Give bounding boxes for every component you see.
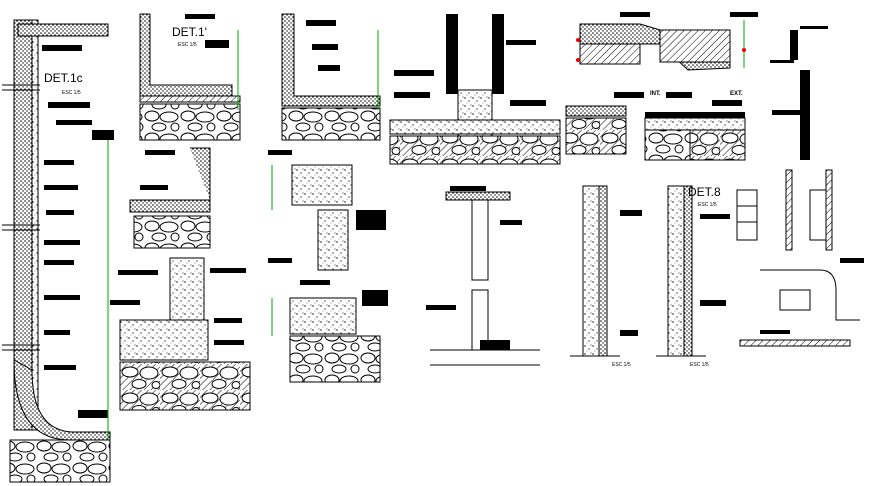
interior-label: INT. bbox=[650, 91, 661, 97]
detail-8: DET.8 ESC 1/5 ESC 1/5 bbox=[656, 185, 730, 368]
callout-labels bbox=[42, 45, 114, 418]
detail-8-title: DET.8 bbox=[688, 185, 721, 199]
detail-column-footing bbox=[110, 257, 251, 411]
detail-1p-scale: ESC 1/5 bbox=[178, 42, 197, 48]
gravel-base bbox=[139, 103, 241, 141]
detail-1-prime: DET.1' ESC 1/5 bbox=[139, 13, 241, 141]
detail-sloped-slab bbox=[576, 12, 758, 71]
detail-floor-sections: INT. EXT. bbox=[565, 91, 746, 161]
detail-1p-title: DET.1' bbox=[172, 25, 207, 39]
top-slab bbox=[17, 23, 109, 37]
wall-scale-a: ESC 1/5 bbox=[612, 362, 631, 368]
detail-wall-profile bbox=[770, 26, 828, 160]
wall-scale-b: ESC 1/5 bbox=[690, 362, 709, 368]
detail-footing-small bbox=[129, 147, 211, 249]
gravel-base bbox=[9, 439, 111, 483]
detail-beam-sections bbox=[268, 150, 388, 383]
detail-corner-2 bbox=[281, 13, 381, 141]
exterior-label: EXT. bbox=[730, 91, 743, 97]
detail-8-scale: ESC 1/5 bbox=[698, 202, 717, 208]
detail-window-elevation bbox=[736, 169, 864, 347]
detail-steel-post bbox=[426, 186, 540, 366]
detail-1c-title: DET.1c bbox=[44, 71, 83, 85]
detail-wall-section-a: ESC 1/5 bbox=[570, 185, 642, 368]
detail-wall-slab-junction bbox=[389, 14, 561, 165]
detail-1c-scale: ESC 1/5 bbox=[62, 90, 81, 96]
detail-1c: DET.1c ESC 1/5 bbox=[2, 19, 114, 483]
